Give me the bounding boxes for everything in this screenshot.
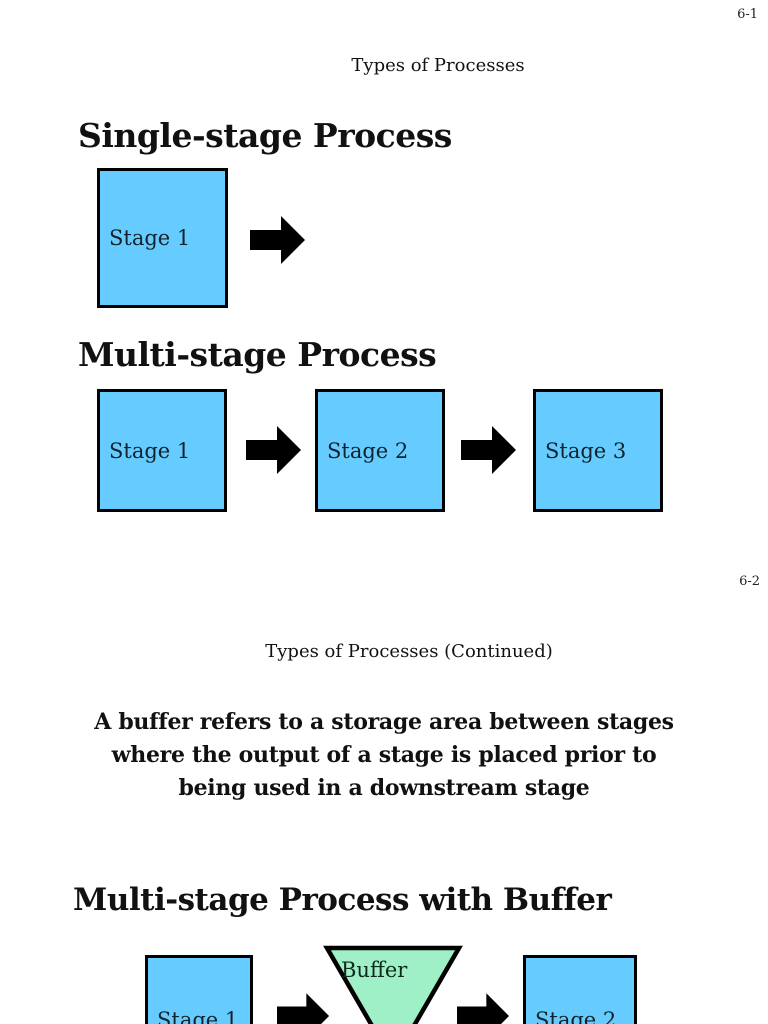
stage-box: Stage 2 [523, 955, 637, 1024]
stage-label: Stage 1 [157, 1008, 239, 1024]
buffer-label: Buffer [341, 958, 408, 982]
page-number: 6-1 [737, 7, 758, 22]
section-heading-single-stage: Single-stage Process [78, 116, 452, 155]
stage-label: Stage 1 [109, 226, 191, 250]
arrow-right-icon [277, 993, 330, 1024]
arrow-right-icon [246, 426, 301, 474]
stage-box: Stage 3 [533, 389, 663, 512]
arrow-right-icon [461, 426, 516, 474]
slide-title: Types of Processes [351, 55, 525, 76]
section-heading-multi-stage-buffer: Multi-stage Process with Buffer [73, 882, 612, 918]
stage-box: Stage 1 [145, 955, 253, 1024]
arrow-right-icon [457, 993, 510, 1024]
buffer-funnel-shape [323, 945, 463, 1024]
stage-label: Stage 1 [109, 438, 191, 463]
slide-title: Types of Processes (Continued) [265, 641, 553, 662]
stage-box: Stage 2 [315, 389, 445, 512]
page-number: 6-2 [739, 574, 760, 589]
stage-label: Stage 2 [535, 1008, 617, 1024]
stage-box: Stage 1 [97, 389, 227, 512]
paragraph-line: where the output of a stage is placed pr… [111, 742, 657, 768]
section-heading-multi-stage: Multi-stage Process [78, 335, 437, 374]
stage-label: Stage 3 [545, 438, 627, 463]
buffer-definition-paragraph: A buffer refers to a storage area betwee… [84, 706, 684, 805]
paragraph-line: A buffer refers to a storage area betwee… [94, 709, 674, 735]
arrow-right-icon [250, 216, 305, 264]
paragraph-line: being used in a downstream stage [178, 775, 590, 801]
stage-label: Stage 2 [327, 438, 409, 463]
stage-box: Stage 1 [97, 168, 228, 308]
